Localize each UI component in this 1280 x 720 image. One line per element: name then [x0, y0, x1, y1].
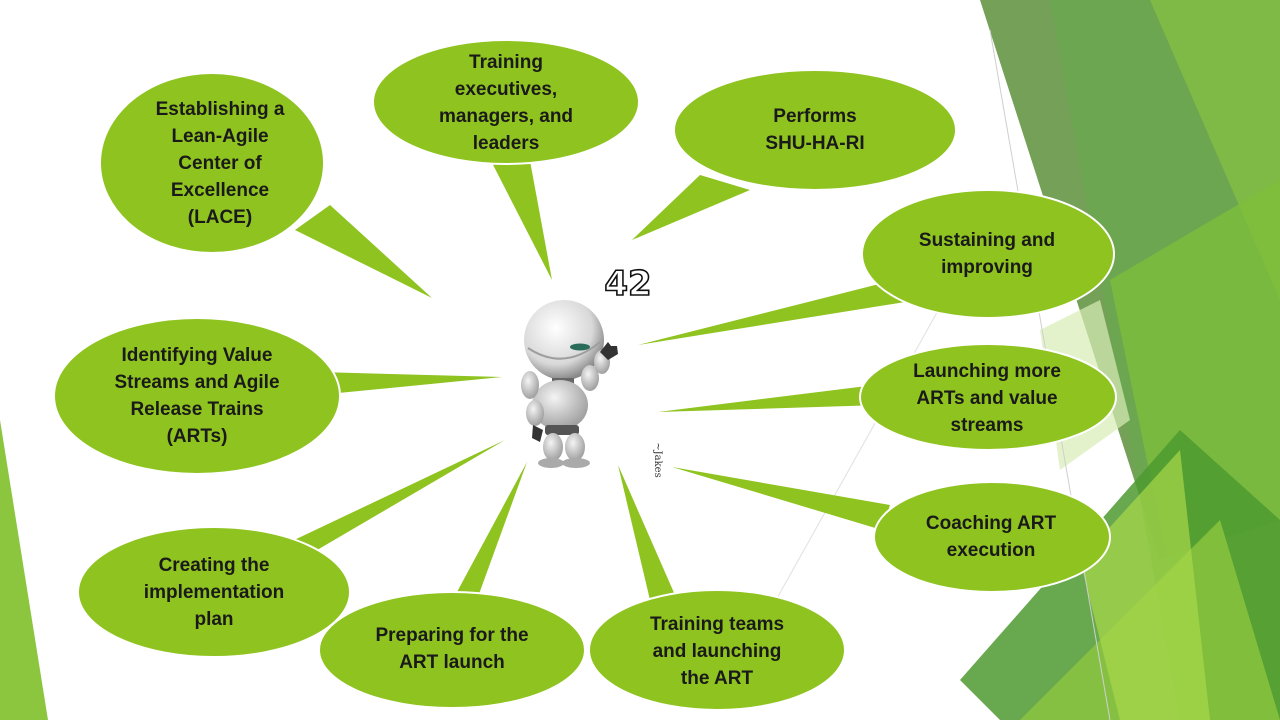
callout-tails [290, 150, 905, 605]
bubble-lace [99, 72, 325, 254]
bubble-coaching [873, 481, 1111, 593]
callout-bubbles [53, 39, 1117, 711]
bubble-training-exec [372, 39, 640, 165]
number-42: 42 [604, 263, 653, 305]
bubble-launching-more [859, 343, 1117, 451]
bubble-preparing [318, 591, 586, 709]
robot-illustration [521, 300, 618, 468]
bubble-training-teams [588, 589, 846, 711]
left-decorative-shape [0, 420, 48, 720]
bubble-sustaining [861, 189, 1115, 319]
bubble-identifying [53, 317, 341, 475]
artist-signature: ~Jakes [652, 442, 663, 478]
bubble-shuhari [673, 69, 957, 191]
bubble-creating-plan [77, 526, 351, 658]
decorative-background-shapes [719, 0, 1280, 720]
